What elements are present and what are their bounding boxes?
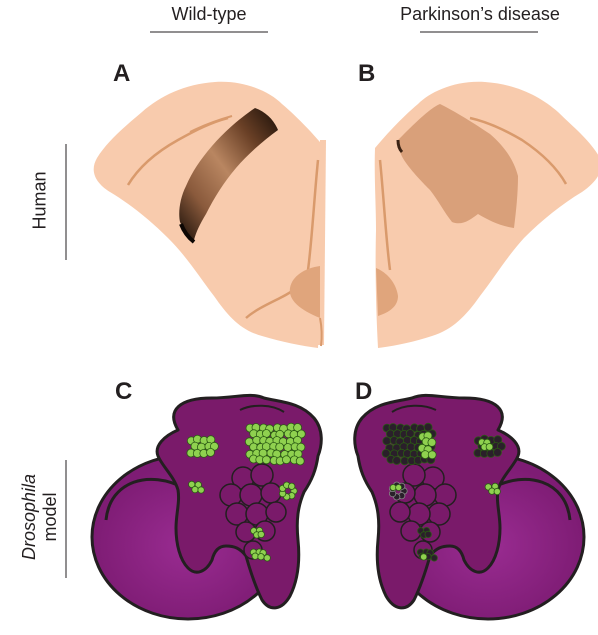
- column-title-wild-type: Wild-type: [171, 4, 247, 24]
- lost-neuron: [382, 436, 392, 446]
- dopaminergic-neuron: [281, 455, 291, 465]
- lost-neuron: [392, 456, 402, 465]
- column-title-parkinsons: Parkinson’s disease: [400, 4, 560, 24]
- section-gap: [326, 80, 374, 360]
- row-label-human: Human: [30, 161, 51, 241]
- dopaminergic-neuron: [206, 447, 215, 457]
- substantia-nigra-depigmented: [398, 104, 518, 228]
- lost-neuron: [493, 447, 502, 457]
- dopaminergic-neuron: [427, 437, 437, 447]
- dopaminergic-neuron: [257, 553, 265, 561]
- substantia-nigra-pigmented: [179, 108, 278, 240]
- dopaminergic-neuron: [293, 423, 303, 432]
- lost-neuron: [423, 422, 433, 432]
- lost-neuron: [430, 554, 438, 562]
- row-label-drosophila-model: model: [40, 492, 60, 542]
- panel-label-a: A: [113, 60, 131, 87]
- substantia-nigra-tip-a: [179, 223, 196, 244]
- sulcus-b1: [469, 116, 568, 185]
- dopaminergic-neuron: [261, 455, 271, 465]
- peduncle-line-a: [319, 317, 323, 347]
- dopaminergic-neurons-wild-type: [186, 422, 306, 562]
- dopaminergic-neuron: [209, 441, 219, 451]
- dopaminergic-neuron: [288, 482, 296, 490]
- row-label-drosophila-species: Drosophila: [19, 473, 39, 561]
- antennal-lobe-c: [219, 463, 287, 560]
- dopaminergic-neuron: [427, 450, 437, 460]
- residual-pigment-b: [396, 139, 404, 154]
- peduncle-b: [376, 268, 398, 316]
- dopaminergic-neuron: [493, 487, 501, 496]
- dopaminergic-neuron: [191, 485, 199, 494]
- human-brain-parkinsons: [374, 81, 598, 348]
- dopaminergic-neuron: [263, 554, 271, 562]
- dopaminergic-neuron: [485, 443, 494, 451]
- row-label-drosophila: Drosophila model: [19, 457, 61, 577]
- dopaminergic-neuron: [296, 429, 306, 439]
- panel-label-c: C: [115, 378, 133, 405]
- row-label-human-text: Human: [29, 171, 50, 230]
- lost-neuron: [496, 441, 506, 451]
- optic-lobe-rim-d: [491, 478, 572, 521]
- mushroom-body-c: [239, 404, 285, 413]
- mushroom-body-d: [391, 404, 437, 413]
- dopaminergic-neuron: [197, 486, 205, 494]
- panel-label-b: B: [358, 60, 376, 87]
- optic-lobe-rim-c: [104, 478, 185, 521]
- dopaminergic-neuron: [295, 456, 305, 466]
- human-brain-wild-type: [93, 81, 326, 348]
- dopaminergic-neuron: [395, 484, 403, 491]
- dopaminergic-neurons-parkinsons: [381, 422, 506, 562]
- peduncle-a: [289, 266, 320, 318]
- sulcus-a2: [189, 115, 233, 133]
- brain-section-a: [93, 81, 325, 348]
- dopaminergic-neuron: [420, 553, 428, 561]
- midline-edge-a: [318, 139, 326, 346]
- dopaminergic-neuron: [257, 530, 265, 539]
- ventricle-outline-b: [378, 159, 392, 271]
- lost-neuron: [424, 530, 432, 539]
- panel-label-d: D: [355, 378, 373, 405]
